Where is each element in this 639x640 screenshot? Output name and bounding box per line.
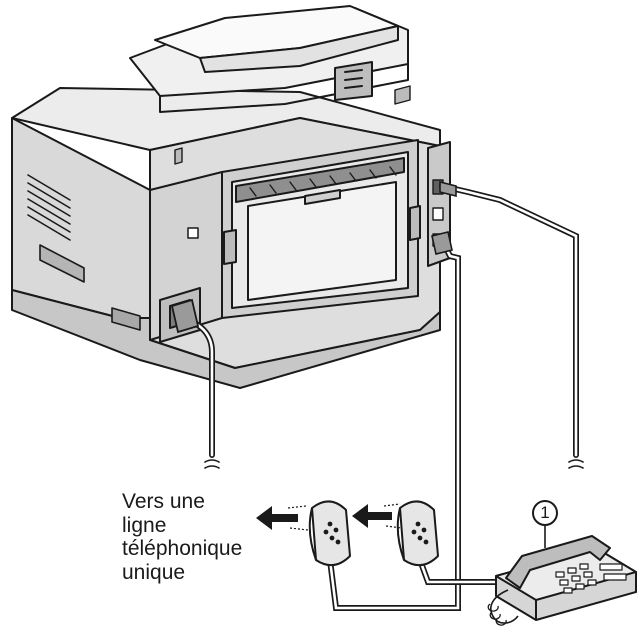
arrow-left-icon-2 [352,504,402,528]
dsl-filter-icon [310,501,350,565]
caption-line-1: Vers une [122,490,292,514]
telephone-line-cord-icon [440,182,583,468]
dsl-filter-icon-2 [398,501,438,565]
caption-line-2: ligne [122,514,292,538]
callout-number: 1 [532,500,558,526]
caption-line-3: téléphonique [122,537,292,561]
caption-line-4: unique [122,561,292,585]
destination-caption: Vers une ligne téléphonique unique [122,490,292,584]
fax-machine-icon [12,6,450,388]
telephone-handset-icon [488,526,636,625]
